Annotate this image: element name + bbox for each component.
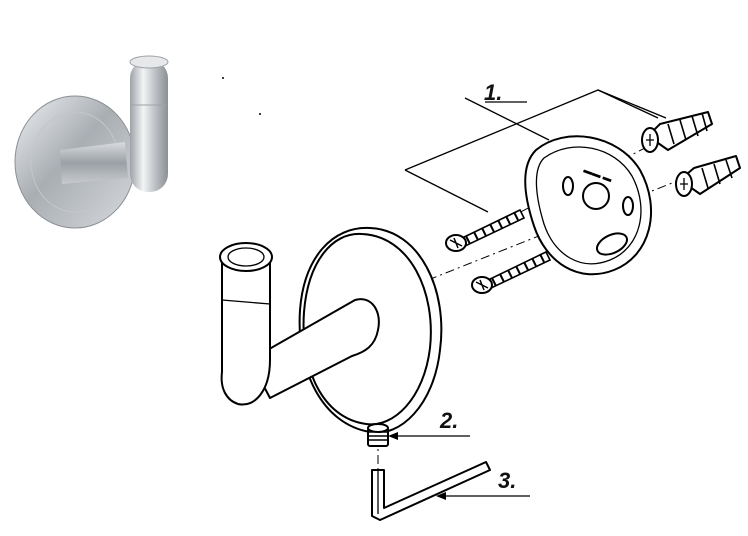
screw-upper [445,208,526,252]
screw-lower [471,250,552,294]
set-screw [367,423,470,447]
robe-hook [219,226,443,434]
leader-lines-step-1 [404,89,667,213]
step-2-label: 2. [439,408,458,433]
step-3-label: 3. [498,468,516,493]
wall-plug-lower [675,155,741,197]
wall-plug-upper [641,111,713,153]
step-1-label: 1. [484,80,502,105]
product-photo [14,55,169,229]
allen-key [371,461,530,521]
wall-plate: ▬▬ ▬ [524,135,653,276]
